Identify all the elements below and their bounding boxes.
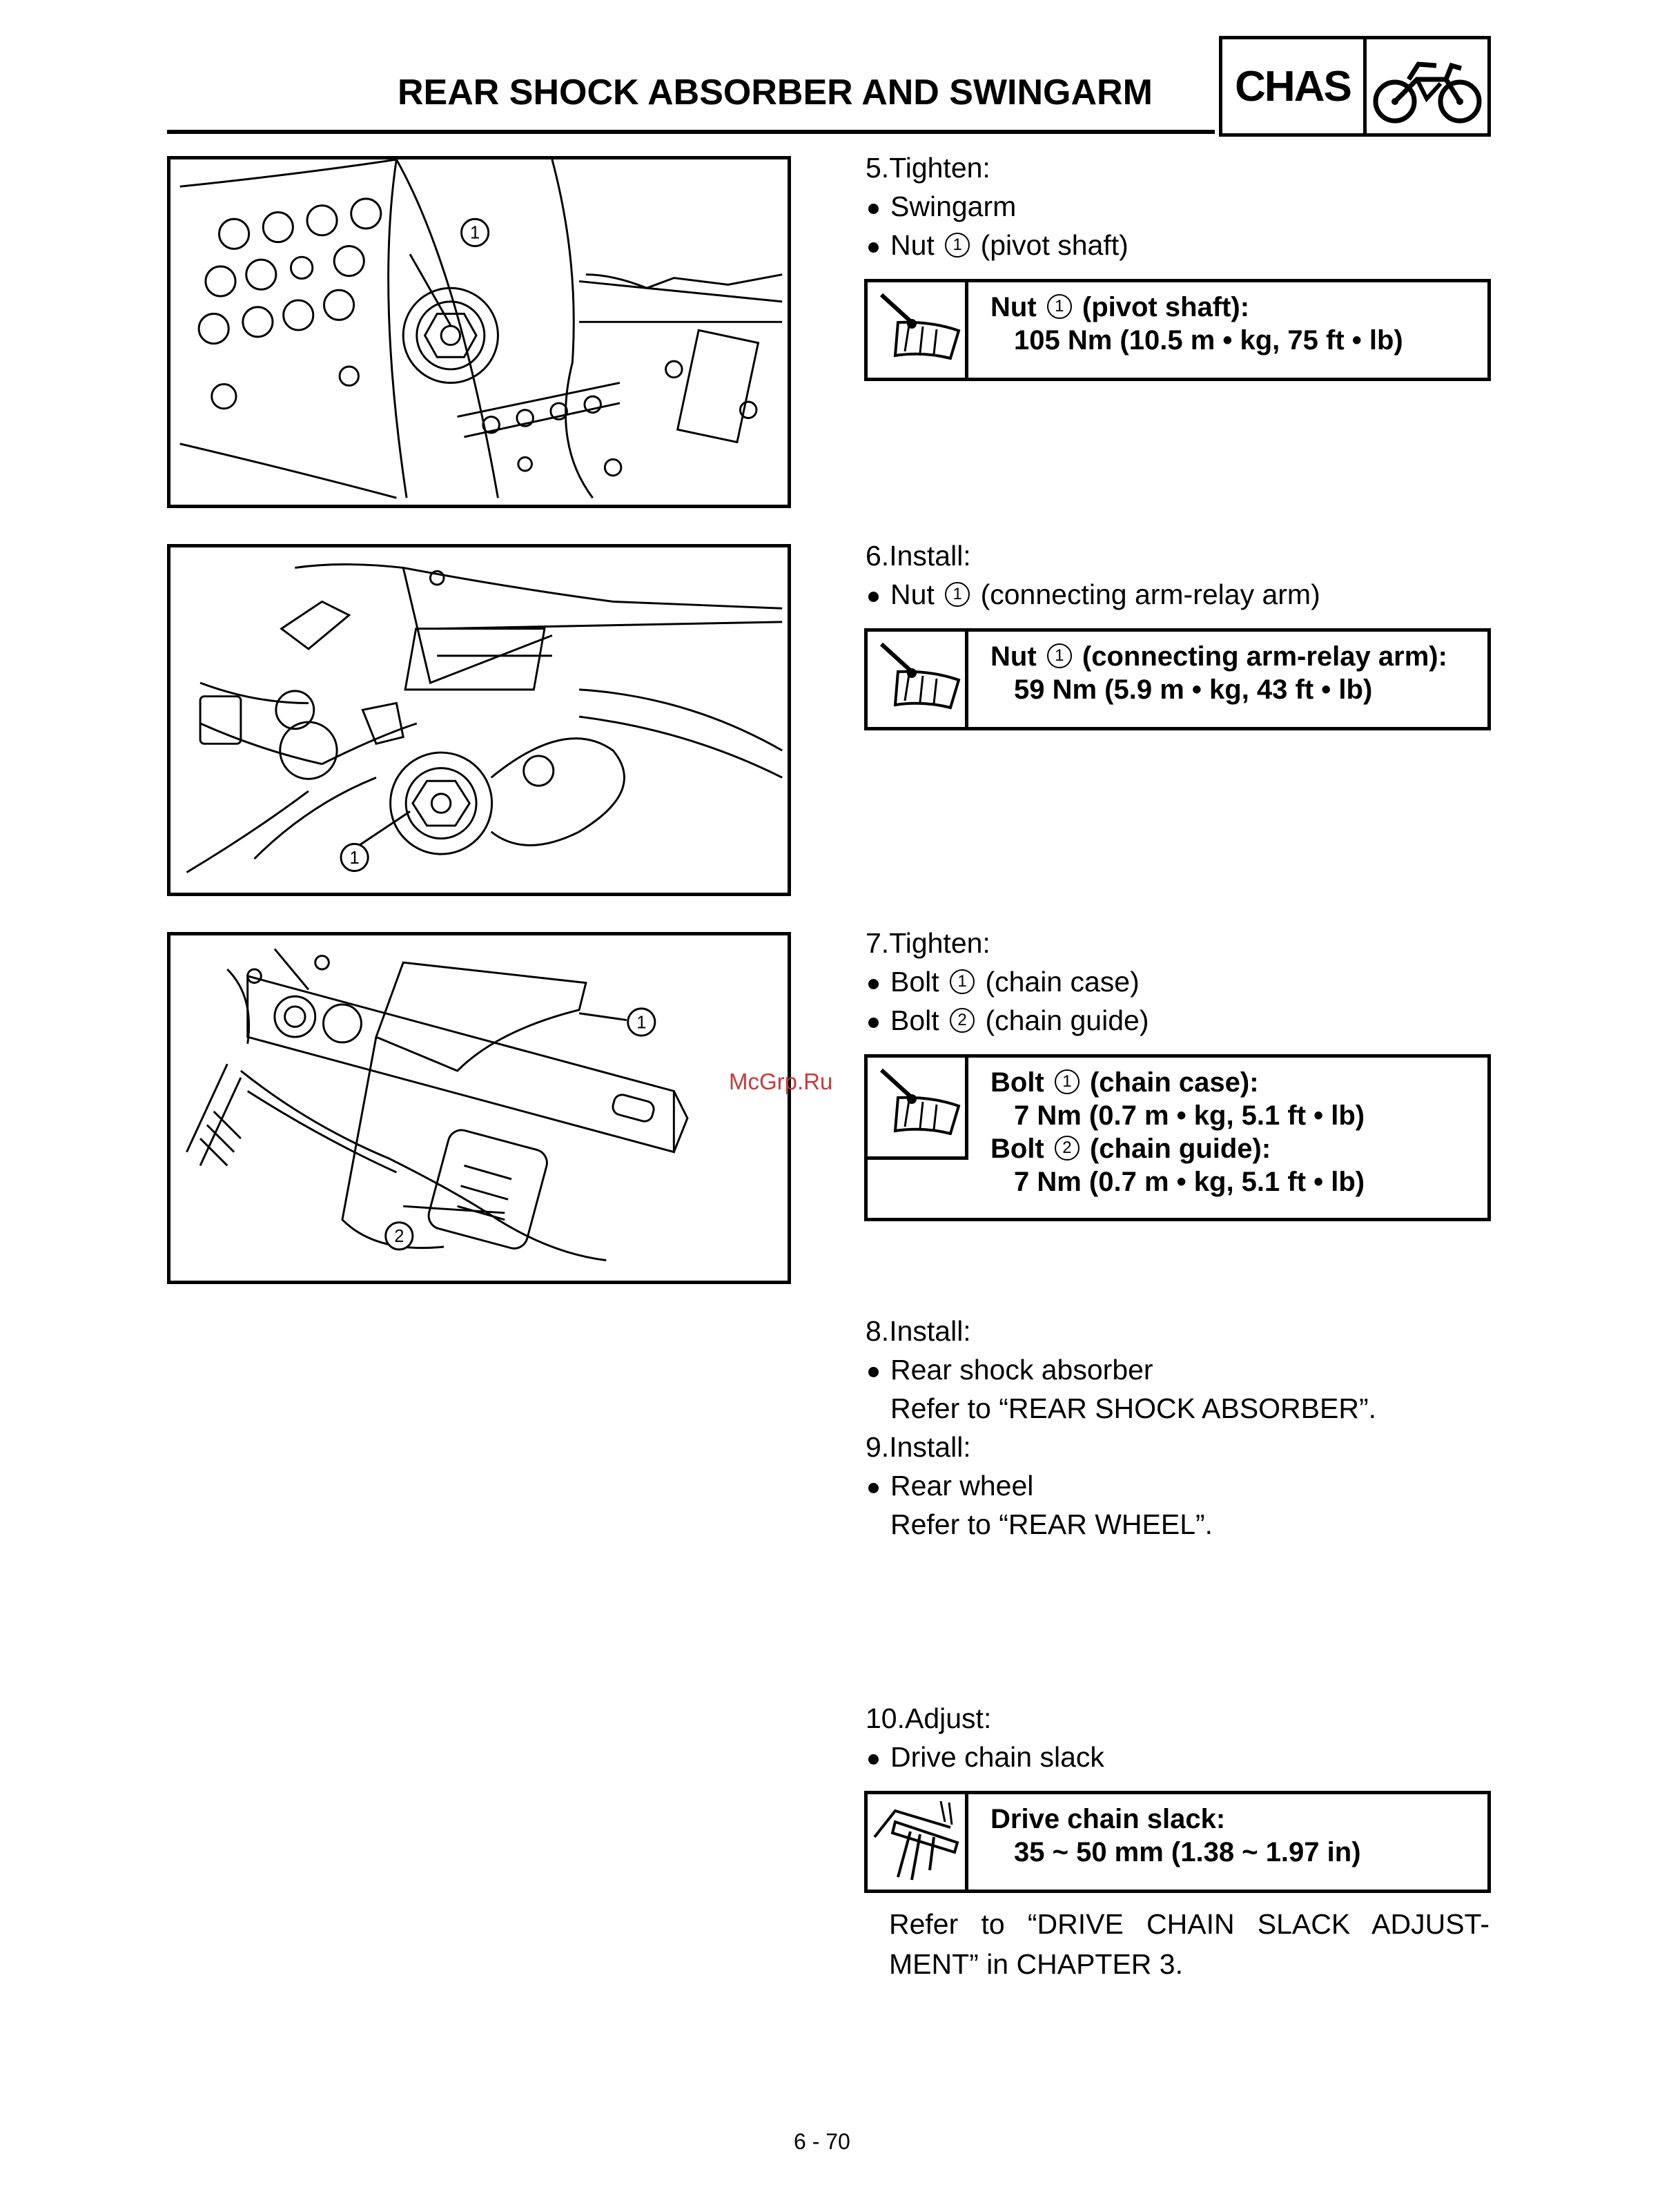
list-item: Bolt 2 (chain guide): [866, 1001, 1149, 1040]
list-item: Swingarm: [866, 187, 1129, 226]
list-item: Bolt 1 (chain case): [866, 962, 1149, 1001]
torque-wrench-icon: [868, 1058, 968, 1160]
page-title: REAR SHOCK ABSORBER AND SWINGARM: [398, 72, 1153, 113]
list-item: Nut 1 (pivot shaft): [866, 226, 1129, 264]
figure3-callout-1: 1: [636, 1013, 646, 1032]
refer-text: Refer to “REAR SHOCK ABSORBER”.: [890, 1392, 1377, 1424]
bullet-icon: [866, 962, 890, 1001]
bullet-icon: [866, 1466, 890, 1505]
list-item: Rear wheel: [866, 1466, 1213, 1505]
spec-label: Bolt 1 (chain case):: [990, 1067, 1259, 1098]
step-10: 10.Adjust: Drive chain slack: [866, 1699, 1104, 1776]
callout-number: 1: [950, 969, 975, 995]
bullet-icon: [866, 1001, 890, 1040]
motorcycle-icon: [1367, 39, 1487, 133]
spec-value: 105 Nm (10.5 m • kg, 75 ft • lb): [1014, 325, 1403, 356]
section-badge: CHAS: [1219, 36, 1491, 137]
callout-number: 2: [1054, 1136, 1080, 1161]
figure2-callout-1: 1: [350, 848, 360, 868]
spec-value: 7 Nm (0.7 m • kg, 5.1 ft • lb): [1014, 1100, 1365, 1131]
section-badge-label: CHAS: [1222, 39, 1367, 133]
page-number: 6 - 70: [794, 2129, 850, 2154]
torque-spec-box: Nut 1 (pivot shaft): 105 Nm (10.5 m • kg…: [864, 279, 1491, 381]
spec-value: 35 ~ 50 mm (1.38 ~ 1.97 in): [1014, 1837, 1361, 1867]
list-item: Rear shock absorber: [866, 1350, 1376, 1389]
callout-number: 1: [945, 582, 970, 608]
step-heading: 8.Install:: [866, 1315, 971, 1347]
figure-pivot-shaft-nut: 1: [167, 156, 791, 508]
figure1-callout-1: 1: [470, 224, 480, 243]
callout-number: 2: [950, 1008, 975, 1033]
caliper-icon: [868, 1794, 968, 1890]
step-5: 5.Tighten: Swingarm Nut 1 (pivot shaft): [866, 148, 1129, 264]
bullet-icon: [866, 226, 890, 264]
callout-number: 1: [1054, 1069, 1080, 1095]
spec-label: Bolt 2 (chain guide):: [990, 1134, 1271, 1164]
callout-number: 1: [945, 233, 970, 258]
step-6: 6.Install: Nut 1 (connecting arm-relay a…: [866, 536, 1320, 614]
torque-wrench-icon: [868, 632, 968, 727]
step-heading: 9.Install:: [866, 1431, 971, 1463]
callout-number: 1: [1046, 643, 1072, 669]
figure3-callout-2: 2: [394, 1227, 404, 1246]
torque-wrench-icon: [868, 282, 968, 378]
step-heading: 5.Tighten:: [866, 152, 990, 184]
list-item: Drive chain slack: [866, 1738, 1104, 1776]
bullet-icon: [866, 575, 890, 614]
step-9: 9.Install: Rear wheel Refer to “REAR WHE…: [866, 1428, 1213, 1544]
measurement-spec-box: Drive chain slack: 35 ~ 50 mm (1.38 ~ 1.…: [864, 1791, 1491, 1893]
refer-text: Refer to “DRIVE CHAIN SLACK ADJUST-MENT”…: [889, 1908, 1489, 1980]
step-8: 8.Install: Rear shock absorber Refer to …: [866, 1312, 1376, 1428]
bullet-icon: [866, 1738, 890, 1776]
bullet-icon: [866, 187, 890, 226]
torque-spec-box: Nut 1 (connecting arm-relay arm): 59 Nm …: [864, 628, 1491, 730]
title-rule: [167, 130, 1215, 134]
figure-chain-case-guide-bolts: 1 2: [167, 932, 791, 1284]
step-heading: 10.Adjust:: [866, 1702, 992, 1734]
watermark: McGrp.Ru: [729, 1069, 833, 1094]
spec-label: Drive chain slack:: [990, 1804, 1226, 1834]
step-heading: 6.Install:: [866, 540, 971, 572]
step-7: 7.Tighten: Bolt 1 (chain case) Bolt 2 (c…: [866, 924, 1149, 1040]
spec-value: 7 Nm (0.7 m • kg, 5.1 ft • lb): [1014, 1167, 1365, 1197]
spec-value: 59 Nm (5.9 m • kg, 43 ft • lb): [1014, 674, 1373, 705]
spec-label: Nut 1 (connecting arm-relay arm):: [990, 641, 1447, 672]
callout-number: 1: [1046, 294, 1072, 320]
list-item: Nut 1 (connecting arm-relay arm): [866, 575, 1320, 614]
figure-relay-arm-nut: 1: [167, 544, 791, 896]
spec-label: Nut 1 (pivot shaft):: [990, 292, 1250, 322]
bullet-icon: [866, 1350, 890, 1389]
step-heading: 7.Tighten:: [866, 927, 990, 959]
torque-spec-box: Bolt 1 (chain case): 7 Nm (0.7 m • kg, 5…: [864, 1054, 1491, 1221]
refer-text: Refer to “REAR WHEEL”.: [890, 1508, 1213, 1540]
